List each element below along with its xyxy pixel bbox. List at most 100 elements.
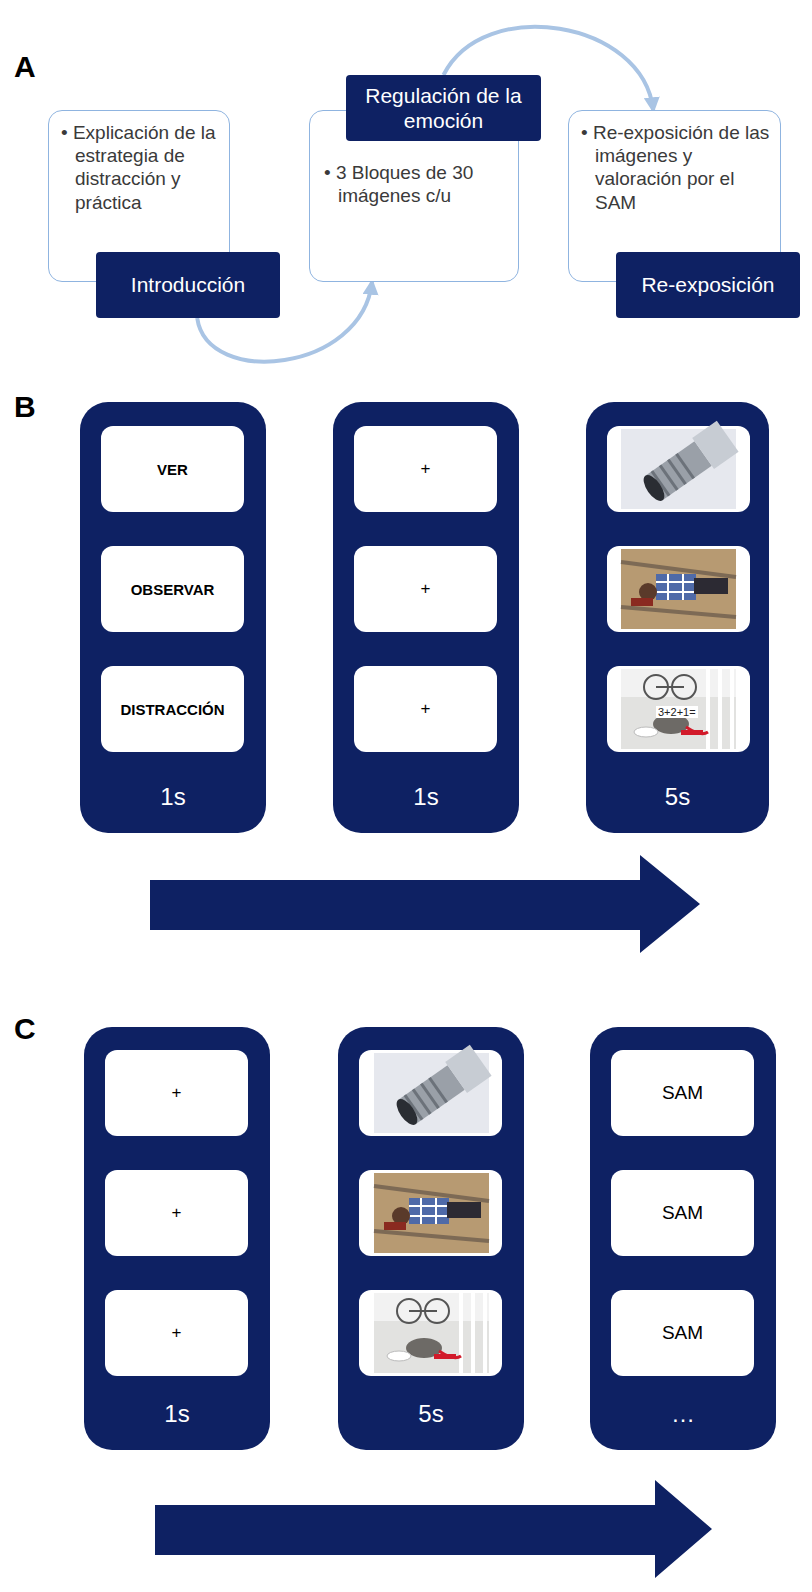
node-text: Re-exposición: [641, 272, 774, 297]
node-text: Introducción: [131, 272, 245, 297]
illustration-shape: [483, 1293, 487, 1373]
rating-box: SAM: [611, 1050, 754, 1136]
node-text: SAM: [662, 1322, 703, 1344]
fixation-box: +: [105, 1170, 248, 1256]
illustration-shape: [607, 666, 750, 752]
illustration-shape: [656, 581, 696, 583]
illustration-shape: [692, 421, 738, 469]
node-text: 5s: [586, 783, 769, 811]
node-text: 1s: [80, 783, 266, 811]
node-text: 1s: [333, 783, 519, 811]
image-column: [338, 1027, 524, 1450]
node-text: • Re-exposición de las imágenes y valora…: [595, 121, 770, 214]
illustration-shape: [706, 669, 710, 749]
illustration-shape: [676, 454, 693, 479]
illustration-shape: [621, 549, 736, 629]
image-frame: [607, 421, 750, 512]
illustration-shape: [667, 574, 669, 600]
node-text: 1s: [84, 1400, 270, 1428]
fixation-box: +: [354, 666, 497, 752]
illustration-shape: [634, 727, 658, 737]
panel-letter: B: [14, 390, 36, 424]
step-label: Regulación de la emoción: [346, 75, 541, 141]
illustration-shape: [656, 591, 696, 593]
illustration-shape: [637, 421, 738, 508]
node-text: +: [421, 459, 431, 479]
illustration-shape: [374, 1173, 489, 1253]
illustration-shape: [435, 1198, 437, 1224]
illustration-shape: [621, 607, 736, 617]
illustration-shape: [459, 1293, 463, 1373]
illustration-shape: [359, 1170, 502, 1256]
node-text: 5s: [338, 1400, 524, 1428]
illustration-shape: [718, 669, 722, 749]
illustration-shape: [447, 1202, 481, 1218]
illustration-shape: [694, 578, 728, 594]
node-text: SAM: [662, 1202, 703, 1224]
illustration-shape: [682, 574, 684, 600]
node-text: VER: [157, 461, 188, 478]
node-text: • Explicación de la estrategia de distra…: [75, 121, 219, 214]
trial-column: … SAM SAM SAM: [590, 1027, 776, 1450]
image-frame: [359, 1045, 502, 1136]
illustration-shape: [409, 1198, 449, 1224]
illustration-shape: [409, 1215, 449, 1217]
node-text: …: [590, 1400, 776, 1428]
node-text: • 3 Bloques de 30 imágenes c/u: [338, 161, 506, 207]
illustration-shape: [374, 1293, 489, 1373]
node-text: +: [172, 1083, 182, 1103]
rating-box: SAM: [611, 1290, 754, 1376]
node-text: SAM: [662, 1082, 703, 1104]
trial-column: 5s: [338, 1027, 524, 1450]
illustration-shape: [390, 1045, 491, 1132]
fixation-box: +: [105, 1290, 248, 1376]
cue-box: DISTRACCIÓN: [101, 666, 244, 752]
illustration-shape: [631, 598, 653, 606]
overlay-text: 3+2+1=: [656, 706, 698, 718]
illustration-shape: [681, 730, 703, 735]
step-label: Re-exposición: [616, 252, 800, 318]
illustration-shape: [384, 1222, 406, 1230]
node-text: DISTRACCIÓN: [120, 701, 224, 718]
illustration-shape: [374, 1231, 489, 1241]
panel-letter: C: [14, 1012, 36, 1046]
cue-box: OBSERVAR: [101, 546, 244, 632]
image-frame: [607, 546, 750, 632]
illustration-shape: [387, 1351, 411, 1361]
illustration-shape: [445, 1045, 491, 1093]
image-frame: [359, 1290, 502, 1376]
trial-column: 1s VER OBSERVAR DISTRACCIÓN: [80, 402, 266, 833]
node-text: +: [172, 1203, 182, 1223]
image-frame: [359, 1170, 502, 1256]
trial-column: 5s 3+2+1=: [586, 402, 769, 833]
trial-column: 1s + + +: [333, 402, 519, 833]
node-text: +: [421, 699, 431, 719]
trial-column: 1s + + +: [84, 1027, 270, 1450]
illustration-shape: [420, 1198, 422, 1224]
fixation-box: +: [105, 1050, 248, 1136]
panel-letter: A: [14, 50, 36, 84]
image-frame: [607, 666, 750, 752]
illustration-shape: [409, 1310, 437, 1312]
image-column: [586, 402, 769, 833]
illustration-shape: [409, 1205, 449, 1207]
flow-arrow: [155, 1480, 712, 1578]
cue-box: VER: [101, 426, 244, 512]
node-text: Regulación de la emoción: [354, 83, 533, 133]
illustration-shape: [434, 1354, 456, 1359]
illustration-shape: [656, 574, 696, 600]
illustration-shape: [607, 546, 750, 632]
fixation-box: +: [354, 546, 497, 632]
illustration-shape: [730, 669, 734, 749]
node-text: +: [172, 1323, 182, 1343]
step-label: Introducción: [96, 252, 280, 318]
rating-box: SAM: [611, 1170, 754, 1256]
illustration-shape: [656, 686, 684, 688]
fixation-box: +: [354, 426, 497, 512]
illustration-shape: [621, 669, 736, 749]
illustration-shape: [429, 1078, 446, 1103]
illustration-shape: [640, 472, 669, 505]
node-text: OBSERVAR: [131, 581, 215, 598]
node-text: +: [421, 579, 431, 599]
